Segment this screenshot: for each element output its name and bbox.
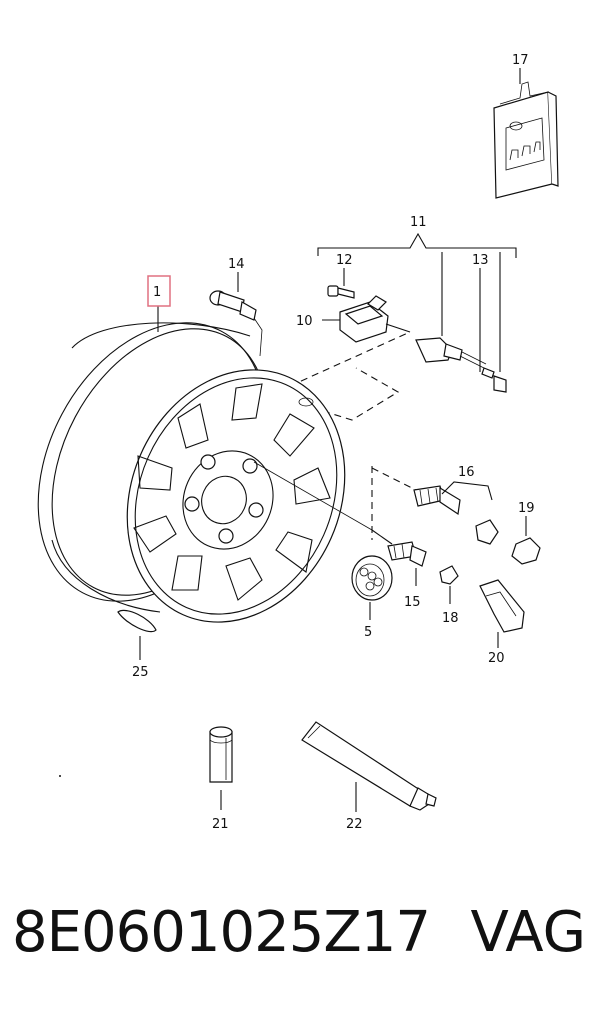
part-19-bolt-cap: [511, 516, 541, 565]
callout-15: 15: [404, 595, 421, 610]
highlight-box-part-1: [147, 275, 171, 307]
part-number-text: 8E0601025Z17: [12, 900, 431, 965]
callout-19: 19: [518, 501, 535, 516]
part-20-removal-tool: [479, 579, 525, 648]
bracket-11: [317, 232, 517, 372]
parts-exploded-diagram: 17 11 12 10 13 14: [37, 53, 559, 832]
part-25-balance-weight: [117, 609, 157, 660]
brand-text: VAG: [470, 900, 586, 965]
callout-21: 21: [212, 817, 229, 832]
part-1-alloy-wheel: [37, 306, 346, 623]
callout-10: 10: [296, 314, 313, 329]
callout-12: 12: [336, 253, 353, 268]
part-18-small-cap: [439, 565, 459, 604]
part-10-tyre-pressure-sensor: [322, 295, 411, 343]
callout-1: 1: [153, 285, 161, 300]
callout-18: 18: [442, 611, 459, 626]
callout-20: 20: [488, 651, 505, 666]
part-16-lock-bolt: [413, 481, 499, 545]
part-15-wheel-bolt: [387, 541, 427, 586]
part-14-valve: [209, 272, 263, 357]
part-12-screw: [327, 268, 355, 299]
callout-22: 22: [346, 817, 363, 832]
part-13-valve-assembly: [415, 337, 507, 393]
part-22-paste-tube: [301, 721, 437, 812]
part-5-center-cap: [351, 555, 393, 620]
callout-14: 14: [228, 257, 245, 272]
callout-13: 13: [472, 253, 489, 268]
callout-17: 17: [512, 53, 529, 68]
callout-16: 16: [458, 465, 475, 480]
footer: 8E0601025Z17 VAG: [0, 900, 600, 980]
callout-25: 25: [132, 665, 149, 680]
callout-5: 5: [364, 625, 372, 640]
part-17-kit-package: [493, 68, 559, 199]
callout-11: 11: [410, 215, 427, 230]
part-21-grease-stick: [209, 726, 233, 810]
